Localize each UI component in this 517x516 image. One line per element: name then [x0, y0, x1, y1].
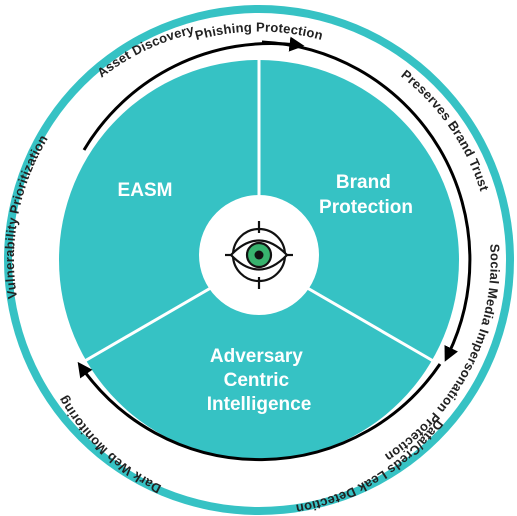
segment-label-adversary: Adversary Centric Intelligence	[207, 346, 312, 415]
arrow-arc-top	[82, 36, 305, 151]
segment-label-brand-line1: Brand	[336, 172, 391, 193]
arrow-arc-right	[261, 40, 472, 362]
arrow-arc-bottom	[77, 361, 442, 462]
segment-label-adversary-line3: Intelligence	[207, 394, 312, 415]
segment-label-adversary-line1: Adversary	[210, 346, 303, 367]
segment-label-adversary-line2: Centric	[224, 370, 290, 391]
segment-label-brand-line2: Protection	[319, 197, 413, 218]
segment-label-easm: EASM	[118, 180, 173, 201]
segment-label-brand: Brand Protection	[319, 172, 413, 218]
arrow-ring	[77, 36, 472, 462]
eye-target-icon	[225, 221, 293, 289]
